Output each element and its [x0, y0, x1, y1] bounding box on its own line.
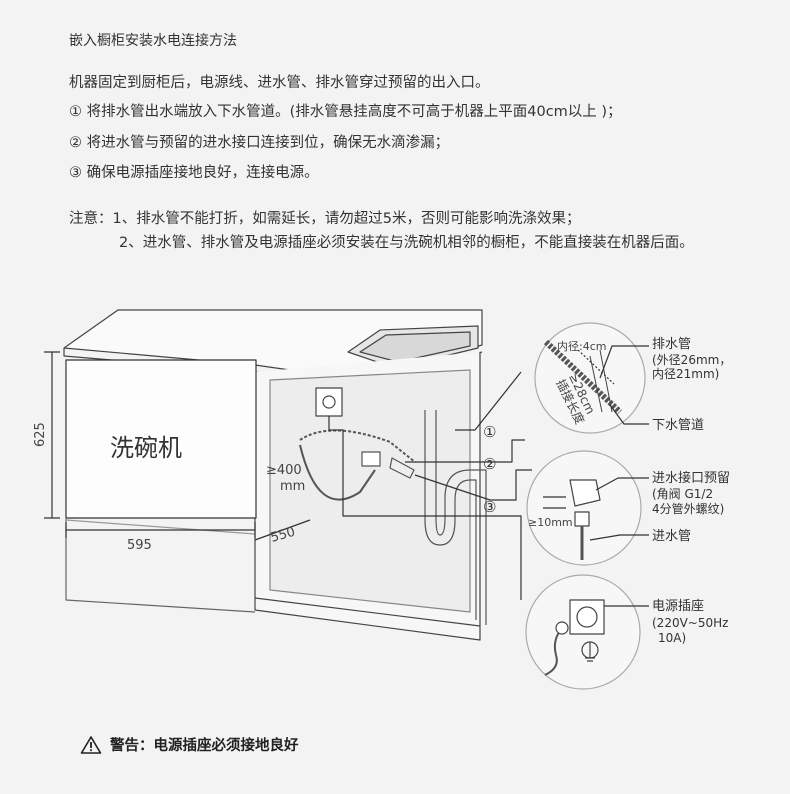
drain-detail-circle: [534, 322, 646, 434]
warning-row: 警告：电源插座必须接地良好: [80, 734, 299, 755]
step-1: ① 将排水管出水端放入下水管道。(排水管悬挂高度不可高于机器上平面40cm以上 …: [69, 104, 622, 120]
inlet-hose: [299, 444, 376, 501]
drain-pipe: [424, 410, 477, 620]
gap-value-2: mm: [280, 479, 305, 494]
width-value: 595: [127, 538, 152, 553]
depth-dimension: [254, 519, 311, 541]
step-3: ③ 确保电源插座接地良好，连接电源。: [69, 165, 319, 181]
marker-2: ②: [483, 455, 496, 473]
power-spec-2: 10A): [658, 631, 686, 645]
gap-value-1: ≥400: [266, 463, 302, 478]
power-title: 电源插座: [652, 599, 704, 614]
intro-text: 机器固定到厨柜后，电源线、进水管、排水管穿过预留的出入口。: [69, 75, 490, 91]
note-1: 注意：1、排水管不能打折，如需延长，请勿超过5米，否则可能影响洗涤效果；: [69, 211, 581, 227]
inlet-spec-2: 4分管外螺纹): [652, 501, 724, 516]
marker-1: ①: [483, 423, 496, 441]
drain-pipe-label: 下水管道: [652, 418, 704, 433]
installation-diagram: 洗碗机 625 595 550 ≥400 mm ① ② ③ 内径:4cm 插接长…: [33, 309, 731, 690]
height-dimension: [44, 351, 60, 519]
inlet-title: 进水接口预留: [652, 470, 730, 486]
inlet-hose-label: 进水管: [652, 529, 691, 544]
drain-hose: [299, 429, 416, 463]
step-2: ② 将进水管与预留的进水接口连接到位，确保无水滴渗漏；: [69, 135, 450, 151]
wall-socket: [315, 387, 343, 417]
height-value: 625: [33, 422, 48, 447]
inlet-spec-1: (角阀 G1/2: [652, 487, 713, 501]
drain-hose-spec-1: (外径26mm，: [652, 353, 731, 367]
marker-3: ③: [483, 498, 496, 516]
warning-text: 警告：电源插座必须接地良好: [110, 738, 299, 754]
dishwasher-front: [65, 359, 257, 519]
depth-value: 550: [269, 525, 297, 546]
note-2: 2、进水管、排水管及电源插座必须安装在与洗碗机相邻的橱柜，不能直接装在机器后面。: [119, 235, 694, 251]
drain-hose-spec-2: 内径21mm): [652, 367, 719, 381]
inlet-min: ≥10mm: [528, 516, 573, 529]
width-dimension: [65, 522, 256, 538]
page-title: 嵌入橱柜安装水电连接方法: [69, 33, 237, 49]
power-spec-1: (220V~50Hz: [652, 616, 728, 630]
warning-icon: [80, 735, 102, 754]
inlet-valve: [389, 457, 415, 479]
drain-inner-dia: 内径:4cm: [557, 339, 606, 353]
dishwasher-label: 洗碗机: [110, 434, 182, 462]
drain-hose-title: 排水管: [652, 337, 691, 352]
